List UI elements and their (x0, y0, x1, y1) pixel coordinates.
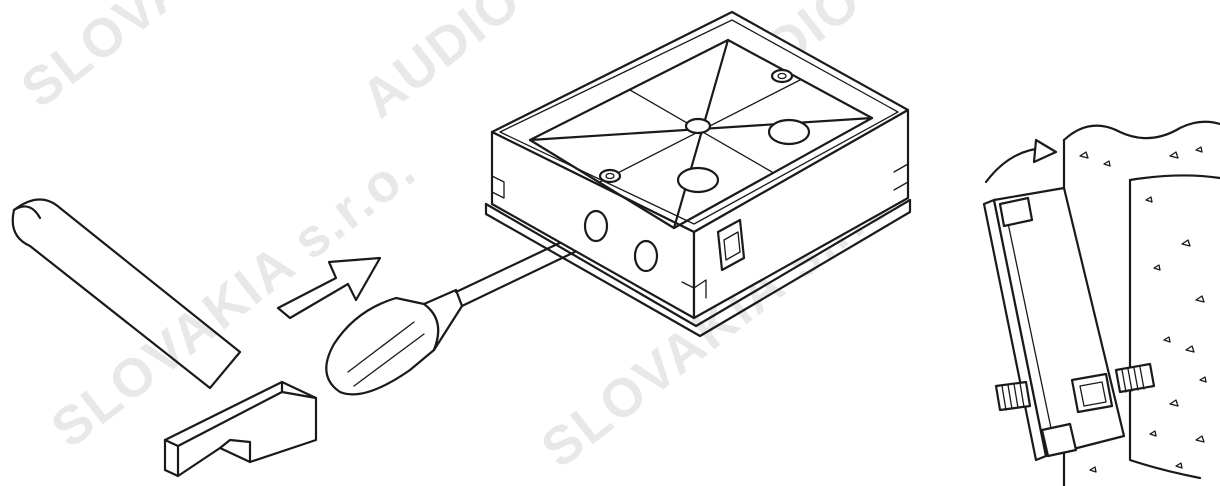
watermark-text: AUDIO (350, 0, 532, 129)
installed-box-tab (1040, 422, 1078, 458)
direction-arrow-icon (276, 256, 382, 320)
box-flange (484, 198, 912, 338)
rotate-arrow-head (1032, 138, 1058, 164)
cover-screw-boss (777, 72, 787, 80)
hammer-head (163, 380, 318, 478)
cover-screw-boss (605, 172, 615, 180)
cover-hole (676, 166, 720, 194)
mounting-screw-left (994, 380, 1032, 412)
box-top-rim (499, 19, 899, 225)
concrete-texture (1079, 146, 1207, 473)
watermark-text: SLOVAKIA s.r.o. (10, 0, 397, 119)
mounting-box-illustration (484, 10, 912, 338)
installed-box-edge (1003, 203, 1057, 453)
wall-edge (1128, 178, 1202, 480)
installed-box-clip (1070, 372, 1114, 414)
screwdriver-handle-groove (353, 333, 425, 387)
wall-installation-illustration (982, 120, 1220, 486)
cover-center-knob (684, 117, 712, 135)
hammer-handle-end (12, 205, 42, 220)
knockout-hole (583, 209, 609, 243)
cover-screw-boss (598, 168, 622, 184)
box-right-wall (692, 108, 910, 320)
screwdriver-ferrule (422, 288, 464, 352)
hammer-head-facet (218, 438, 252, 464)
box-corner-tab (893, 163, 909, 191)
cover-hole (767, 118, 811, 146)
mounting-screw-right (1114, 362, 1156, 394)
screwdriver-handle-groove (347, 321, 415, 373)
box-corner-tab (491, 175, 505, 199)
installed-box-tab (998, 196, 1034, 228)
screwdriver-illustration (325, 220, 610, 396)
cover-screw-boss (770, 68, 794, 84)
hammer-handle (11, 198, 242, 390)
cover-cross (672, 38, 730, 230)
box-flange (484, 198, 912, 328)
wall-cavity (1128, 174, 1220, 182)
box-corner-tab (681, 279, 707, 299)
hammer-illustration (11, 198, 318, 478)
knockout-hole (633, 239, 659, 273)
wall-edge (1062, 120, 1220, 142)
